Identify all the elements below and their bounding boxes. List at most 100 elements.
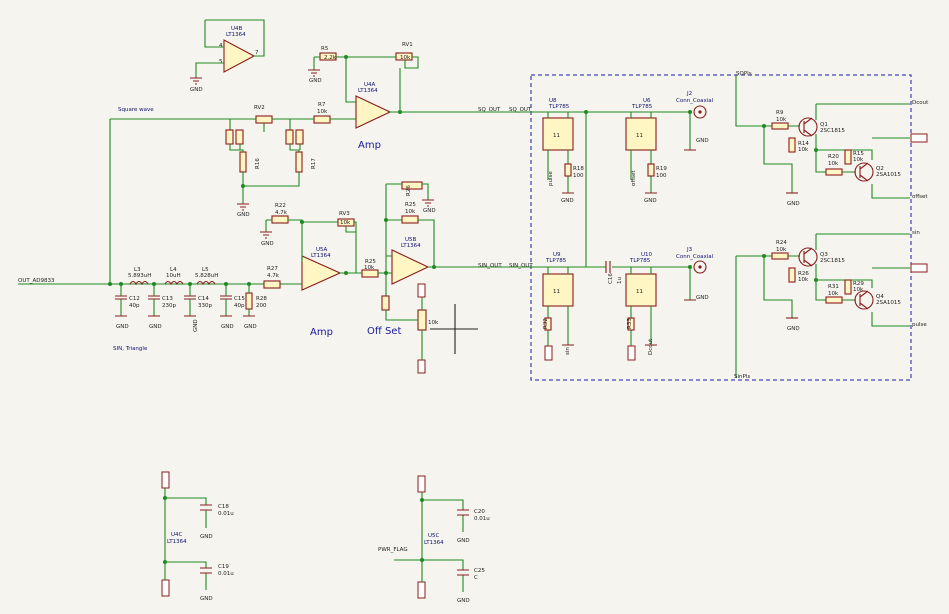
pulse-net-right: pulse [912,322,927,328]
resistor-r19[interactable] [647,163,655,177]
resistor-r25a[interactable] [361,269,379,278]
u5c-ref: U5C [428,533,440,539]
filter-gnds: GND GND GND GND GND [115,315,257,332]
svg-text:11: 11 [553,289,560,295]
resistor-r7[interactable] [313,115,331,124]
optocoupler-u8[interactable]: 11 U8 TLP785 [542,98,574,151]
resistor-r20[interactable] [825,168,843,176]
resistor-r22[interactable] [271,215,289,224]
opamp-u4b[interactable]: 4 5 7 U4B LT1364 [219,26,259,73]
transistor-q1[interactable] [798,117,818,137]
resistor-r31[interactable] [825,296,843,304]
u4c-caps[interactable] [200,504,212,574]
resistor-r14[interactable] [788,137,796,153]
transistor-q3[interactable] [798,247,818,267]
opamp-u5b[interactable]: U5B LT1364 [391,237,430,285]
u5c-value: LT1364 [424,540,444,546]
inductor-l5[interactable] [196,280,216,286]
resistor-r33[interactable] [627,317,635,331]
neg12-flag-u4c [161,579,170,597]
u10-ref: U10 [641,252,653,258]
resistor-r26b[interactable] [788,267,796,283]
amp-label-1: Amp [358,140,381,151]
amp-label-2: Amp [310,327,333,338]
r28-value: 200 [256,303,267,309]
transistor-q4[interactable] [854,290,874,310]
c18-value: 0.01u [218,511,234,517]
transistor-q2[interactable] [854,162,874,182]
coax-j2[interactable]: J2 Conn_Coaxial [676,91,714,119]
resistor-r29[interactable] [844,279,852,295]
svg-text:11: 11 [636,289,643,295]
sin-net: sin [565,347,571,355]
sqpls-net: SQPls [736,71,752,77]
resistor-r25b[interactable] [401,215,419,224]
optocoupler-u9[interactable]: 11 U9 TLP785 [542,252,574,307]
block-gnds: GND GND GND GND [561,138,709,346]
inductor-l4[interactable] [164,280,184,286]
r15-ref: R15 [853,151,864,157]
svg-text:11: 11 [553,133,560,139]
resistor-r27[interactable] [263,280,281,289]
c19-ref: C19 [218,564,229,570]
r25a-value: 10k [364,265,375,271]
u8-ref: U8 [549,98,557,104]
u6-value: TLP785 [631,104,653,110]
trimmer-rv2[interactable] [255,115,273,124]
svg-text:GND: GND [149,324,162,330]
pos12-flag-u4c [161,471,170,489]
svg-text:GND: GND [696,138,709,144]
optocoupler-u10[interactable]: 11 U10 TLP785 [625,252,657,307]
resistor-r15[interactable] [844,149,852,165]
u4a-ref: U4A [364,82,376,88]
coax-j3[interactable]: J3 Conn_Coaxial [676,247,714,274]
driver-bottom-wires [735,233,910,378]
trimmer-rv4[interactable] [417,309,427,331]
sin-out-label-1: SIN_OUT [478,263,502,269]
svg-text:GND: GND [561,198,574,204]
l5-value: 5.828uH [195,273,218,279]
resistor-r32[interactable] [544,317,552,331]
r14-ref: R14 [798,141,809,147]
gnd-symbol-r22 [260,231,272,239]
r9-ref: R9 [776,110,784,116]
capacitor-c16[interactable] [605,261,611,273]
resistor-array-left[interactable] [225,129,304,173]
opamp-u5a[interactable]: U5A LT1364 [301,247,342,291]
r27-ref: R27 [267,266,278,272]
opamp-u4c[interactable]: U4C LT1364 [167,532,187,545]
c13-value: 230p [162,303,176,309]
opamp-u5c[interactable]: U5C LT1364 [424,533,444,546]
pulse-net: pulse [548,171,554,186]
u4b-value: LT1364 [226,32,246,38]
offset-label: Off Set [367,326,401,337]
inductor-l3[interactable] [129,280,149,286]
svg-text:5: 5 [219,59,223,65]
q2-value: 2SA1015 [876,172,901,178]
c25-ref: C25 [474,568,485,574]
resistor-r18[interactable] [564,163,572,177]
r29-value: 10k [853,287,864,293]
gnd-symbol-u4b [190,77,202,85]
u8-value: TLP785 [548,104,570,110]
r25b-ref: R25 [405,202,416,208]
optocoupler-u6[interactable]: 11 U6 TLP785 [625,98,657,151]
r26b-ref: R26 [798,271,809,277]
resistor-r26[interactable] [401,181,423,190]
opamp-u4a[interactable]: U4A LT1364 [355,82,392,129]
svg-text:11: 11 [636,133,643,139]
gnd-label-r22: GND [261,241,274,247]
c16-value: 1u [617,277,623,284]
sin-triangle-label: SIN, Triangle [113,346,148,352]
l3-ref: L3 [134,267,141,273]
j2-value: Conn_Coaxial [676,98,714,104]
dcout-net: Dcout [648,338,654,355]
c12-ref: C12 [129,296,140,302]
q4-ref: Q4 [876,294,884,300]
resistor-r9[interactable] [771,122,789,130]
resistor-r24[interactable] [771,252,789,260]
u5c-caps[interactable] [457,509,469,576]
resistor-r30[interactable] [381,295,390,311]
sin-out-label-2: SIN_OUT [509,263,533,269]
c15-ref: C15 [234,296,245,302]
